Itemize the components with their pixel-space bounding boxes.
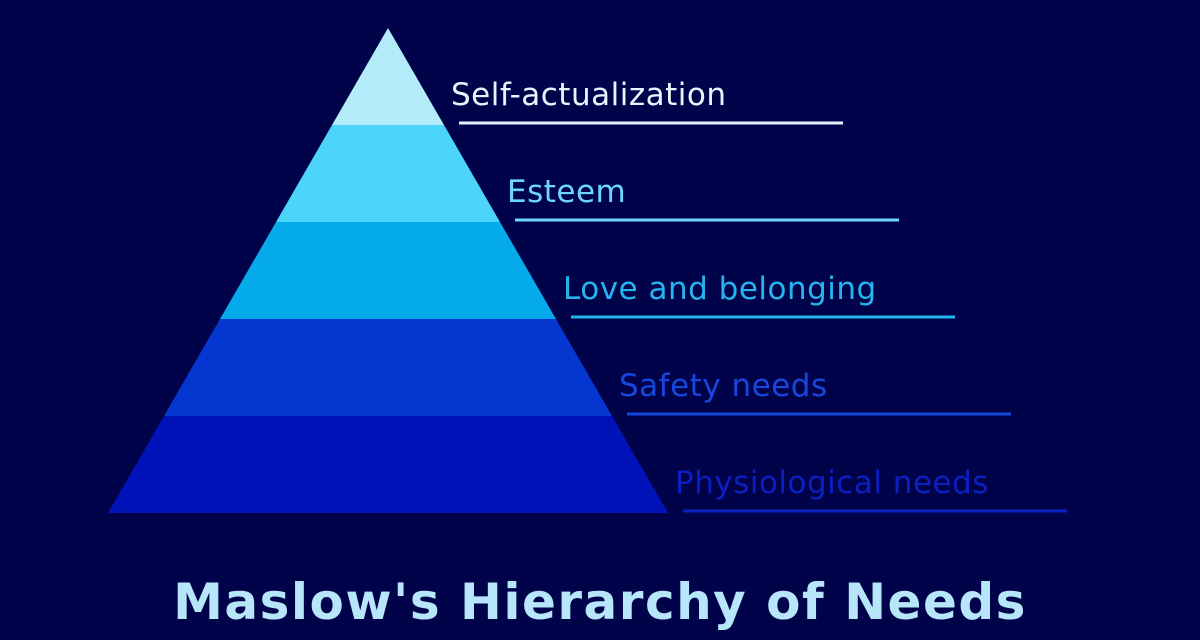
level-label-love-and-belonging: Love and belonging — [563, 271, 877, 307]
pyramid-layer-physiological-needs — [108, 416, 668, 513]
diagram-title: Maslow's Hierarchy of Needs — [173, 573, 1027, 631]
level-label-esteem: Esteem — [507, 174, 626, 210]
level-label-safety-needs: Safety needs — [619, 368, 828, 404]
pyramid-layer-esteem — [276, 125, 500, 222]
pyramid-layer-self-actualization — [332, 28, 444, 125]
pyramid-layer-love-and-belonging — [220, 222, 556, 319]
level-label-self-actualization: Self-actualization — [451, 77, 726, 113]
level-label-physiological-needs: Physiological needs — [675, 465, 989, 501]
pyramid-layer-safety-needs — [164, 319, 612, 416]
